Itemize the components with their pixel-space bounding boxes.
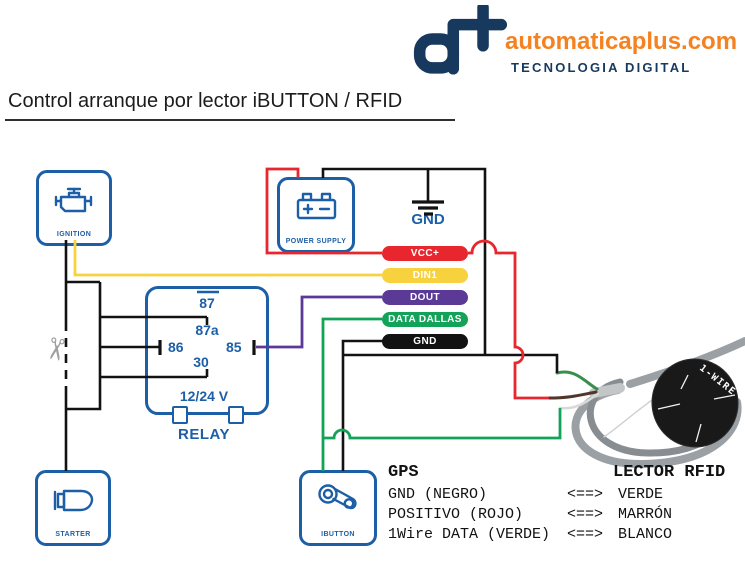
pin-pill-din1: DIN1 <box>382 268 468 283</box>
ibutton-key-icon <box>318 484 357 510</box>
relay-pin-30-label: 30 <box>193 354 209 370</box>
relay-pin-87-label: 87 <box>199 295 215 311</box>
relay-tab-left <box>172 406 188 424</box>
wire-relay-30 <box>100 369 209 379</box>
power-supply-box: POWER SUPPLY <box>277 177 355 253</box>
brand-tagline: TECNOLOGIA DIGITAL <box>511 60 692 75</box>
rfid-lead-green <box>555 370 599 391</box>
black-wires <box>64 167 559 471</box>
power-supply-label: POWER SUPPLY <box>285 238 347 245</box>
green-wires <box>321 317 562 471</box>
legend-row-arrow: <==> <box>567 486 604 503</box>
wire-data-dallas <box>321 317 382 471</box>
page-title: Control arranque por lector iBUTTON / RF… <box>8 90 403 112</box>
ibutton-box: IBUTTON <box>299 470 377 546</box>
legend-row-gps: 1Wire DATA (VERDE) <box>388 526 551 543</box>
wire-power-to-gnd-rail <box>321 167 487 354</box>
relay-pin-86-label: 86 <box>168 339 184 355</box>
relay-pin-85-label: 85 <box>226 339 242 355</box>
relay-title: RELAY <box>178 426 230 443</box>
relay-voltage-label: 12/24 V <box>179 388 229 404</box>
starter-motor-icon <box>53 489 94 512</box>
pin-pill-dout: DOUT <box>382 290 468 305</box>
legend-row-gps: GND (NEGRO) <box>388 486 488 503</box>
wire-bypass-vertical <box>66 282 102 411</box>
legend-row-rfid: VERDE <box>618 486 664 503</box>
pin-pill-gnd: GND <box>382 334 468 349</box>
rfid-lead-white <box>558 392 600 410</box>
rfid-cable-sleeve <box>589 383 625 398</box>
ibutton-label: IBUTTON <box>321 531 355 538</box>
ignition-label: IGNITION <box>56 231 92 238</box>
engine-icon <box>54 187 93 213</box>
rfid-column-header: LECTOR RFID <box>613 463 726 482</box>
battery-icon <box>296 192 337 220</box>
relay-box <box>145 286 269 415</box>
rfid-lead-wires <box>547 370 600 410</box>
legend-row-rfid: BLANCO <box>618 526 673 543</box>
gps-column-header: GPS <box>388 463 419 482</box>
rfid-lead-brown <box>547 390 598 400</box>
wire-green-to-rfid-white <box>323 408 562 440</box>
starter-label: STARTER <box>55 531 91 538</box>
ground-symbol <box>412 200 444 216</box>
title-underline <box>5 119 455 121</box>
starter-box: STARTER <box>35 470 111 546</box>
legend-row-rfid: MARRÓN <box>618 506 673 523</box>
relay-pin-87a-label: 87a <box>195 322 219 338</box>
rfid-reader-disc: 1-WIRE <box>651 358 739 448</box>
aplus-logo-icon <box>413 5 508 75</box>
legend-row-arrow: <==> <box>567 526 604 543</box>
wire-relay-87a <box>100 315 209 325</box>
brand-text: automaticaplus.com <box>505 28 738 55</box>
ground-label: GND <box>411 211 445 228</box>
pin-pill-vcc: VCC+ <box>382 246 468 261</box>
relay-tab-right <box>228 406 244 424</box>
wire-din1-yellow <box>73 240 382 277</box>
wire-vcc-to-rfid-brown <box>468 239 549 400</box>
wire-battery-to-vcc <box>265 167 382 255</box>
wire-dout-purple <box>256 295 382 349</box>
scissors-icon: ✂ <box>36 333 74 365</box>
pin-pill-data-dallas: DATA DALLAS <box>382 312 468 327</box>
red-wires <box>265 167 549 400</box>
legend-row-arrow: <==> <box>567 506 604 523</box>
legend-row-gps: POSITIVO (ROJO) <box>388 506 524 523</box>
wire-gnd-to-rfid-green <box>343 353 559 373</box>
wire-gnd-pill <box>341 339 383 471</box>
